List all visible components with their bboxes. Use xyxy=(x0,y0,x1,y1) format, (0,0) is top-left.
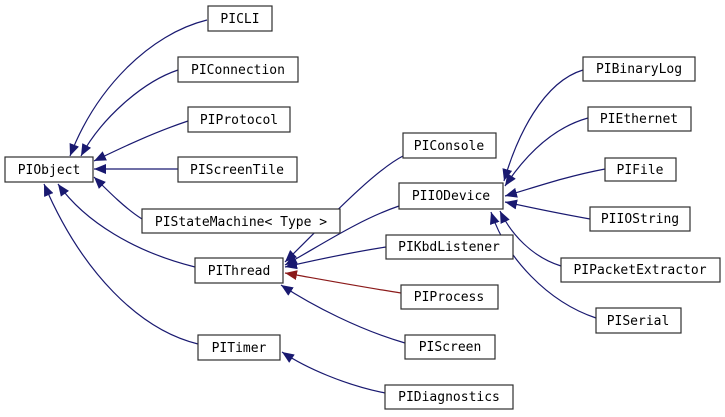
edge-pidiagnostics-pitimer xyxy=(281,351,386,394)
node-box xyxy=(207,5,273,32)
node-label: PIPacketExtractor xyxy=(573,263,706,278)
node-box xyxy=(604,157,677,182)
node-box xyxy=(384,384,514,410)
node-piserial[interactable]: PISerial xyxy=(595,307,682,334)
edge-piiostring-piiodevice xyxy=(504,199,591,220)
node-pikbdlistener[interactable]: PIKbdListener xyxy=(385,234,514,260)
node-piiostring[interactable]: PIIOString xyxy=(589,206,691,232)
edge-pibinarylog-piiodevice xyxy=(502,69,584,182)
node-label: PIBinaryLog xyxy=(596,62,682,77)
edge-piconsole-pithread xyxy=(284,155,404,263)
node-box xyxy=(197,334,281,361)
node-pitimer[interactable]: PITimer xyxy=(197,334,281,361)
node-label: PIConsole xyxy=(414,139,485,154)
node-piconsole[interactable]: PIConsole xyxy=(402,132,497,159)
node-piiodevice[interactable]: PIIODevice xyxy=(398,182,504,210)
edge-piserial-piiodevice xyxy=(489,211,597,319)
node-label: PIThread xyxy=(208,264,271,279)
node-label: PIScreenTile xyxy=(190,163,284,178)
node-box xyxy=(141,208,341,234)
node-box xyxy=(589,206,691,232)
node-box xyxy=(398,182,504,210)
edge-pistatemachine-piobject xyxy=(93,176,143,220)
edge-piconnection-piobject xyxy=(80,69,179,157)
node-box xyxy=(385,234,514,260)
node-label: PICLI xyxy=(220,12,259,27)
node-box xyxy=(587,106,692,132)
node-pifile[interactable]: PIFile xyxy=(604,157,677,182)
node-label: PIScreen xyxy=(419,340,482,355)
node-pithread[interactable]: PIThread xyxy=(194,257,284,284)
node-label: PIEthernet xyxy=(600,112,678,127)
node-label: PIProtocol xyxy=(200,113,278,128)
node-pidiagnostics[interactable]: PIDiagnostics xyxy=(384,384,514,410)
node-label: PIFile xyxy=(617,163,664,178)
edge-piprocess-pithread xyxy=(284,270,402,294)
node-label: PIDiagnostics xyxy=(398,390,500,405)
edge-pipacketextractor-piiodevice xyxy=(499,210,562,267)
edge-piethernet-piiodevice xyxy=(504,117,589,187)
node-box xyxy=(404,334,496,360)
node-box xyxy=(194,257,284,284)
edge-picli-piobject xyxy=(69,19,208,157)
node-picli[interactable]: PICLI xyxy=(207,5,273,32)
node-label: PIIODevice xyxy=(412,189,490,204)
node-box xyxy=(187,106,291,133)
node-box xyxy=(177,56,299,83)
node-label: PIIOString xyxy=(601,212,679,227)
node-box xyxy=(595,307,682,334)
node-label: PIStateMachine< Type > xyxy=(155,215,327,230)
edge-piscreen-pithread xyxy=(280,284,406,344)
edge-pikbdlistener-pithread xyxy=(284,246,387,270)
node-label: PITimer xyxy=(212,341,267,356)
node-label: PIKbdListener xyxy=(398,240,500,255)
node-piscreen[interactable]: PIScreen xyxy=(404,334,496,360)
edge-pithread-piobject xyxy=(57,183,196,268)
edge-piprotocol-piobject xyxy=(93,120,189,162)
node-piethernet[interactable]: PIEthernet xyxy=(587,106,692,132)
node-piprotocol[interactable]: PIProtocol xyxy=(187,106,291,133)
node-piscreentile[interactable]: PIScreenTile xyxy=(177,156,298,183)
edge-pitimer-piobject xyxy=(43,183,199,345)
node-box xyxy=(400,284,499,310)
node-pistatemachine[interactable]: PIStateMachine< Type > xyxy=(141,208,341,234)
node-label: PISerial xyxy=(607,314,670,329)
node-label: PIConnection xyxy=(191,63,285,78)
edge-pifile-piiodevice xyxy=(504,168,606,198)
node-box xyxy=(402,132,497,159)
node-box xyxy=(582,56,696,82)
node-box xyxy=(560,257,721,283)
node-box xyxy=(177,156,298,183)
node-label: PIObject xyxy=(18,163,81,178)
node-label: PIProcess xyxy=(414,290,484,305)
node-piconnection[interactable]: PIConnection xyxy=(177,56,299,83)
node-pipacketextractor[interactable]: PIPacketExtractor xyxy=(560,257,721,283)
edges xyxy=(43,19,606,394)
edge-piiodevice-pithread xyxy=(284,205,400,266)
node-piobject[interactable]: PIObject xyxy=(4,156,94,183)
node-box xyxy=(4,156,94,183)
node-piprocess[interactable]: PIProcess xyxy=(400,284,499,310)
node-pibinarylog[interactable]: PIBinaryLog xyxy=(582,56,696,82)
nodes: PIObject PICLI PIConnection PIProtocol P… xyxy=(4,5,721,410)
